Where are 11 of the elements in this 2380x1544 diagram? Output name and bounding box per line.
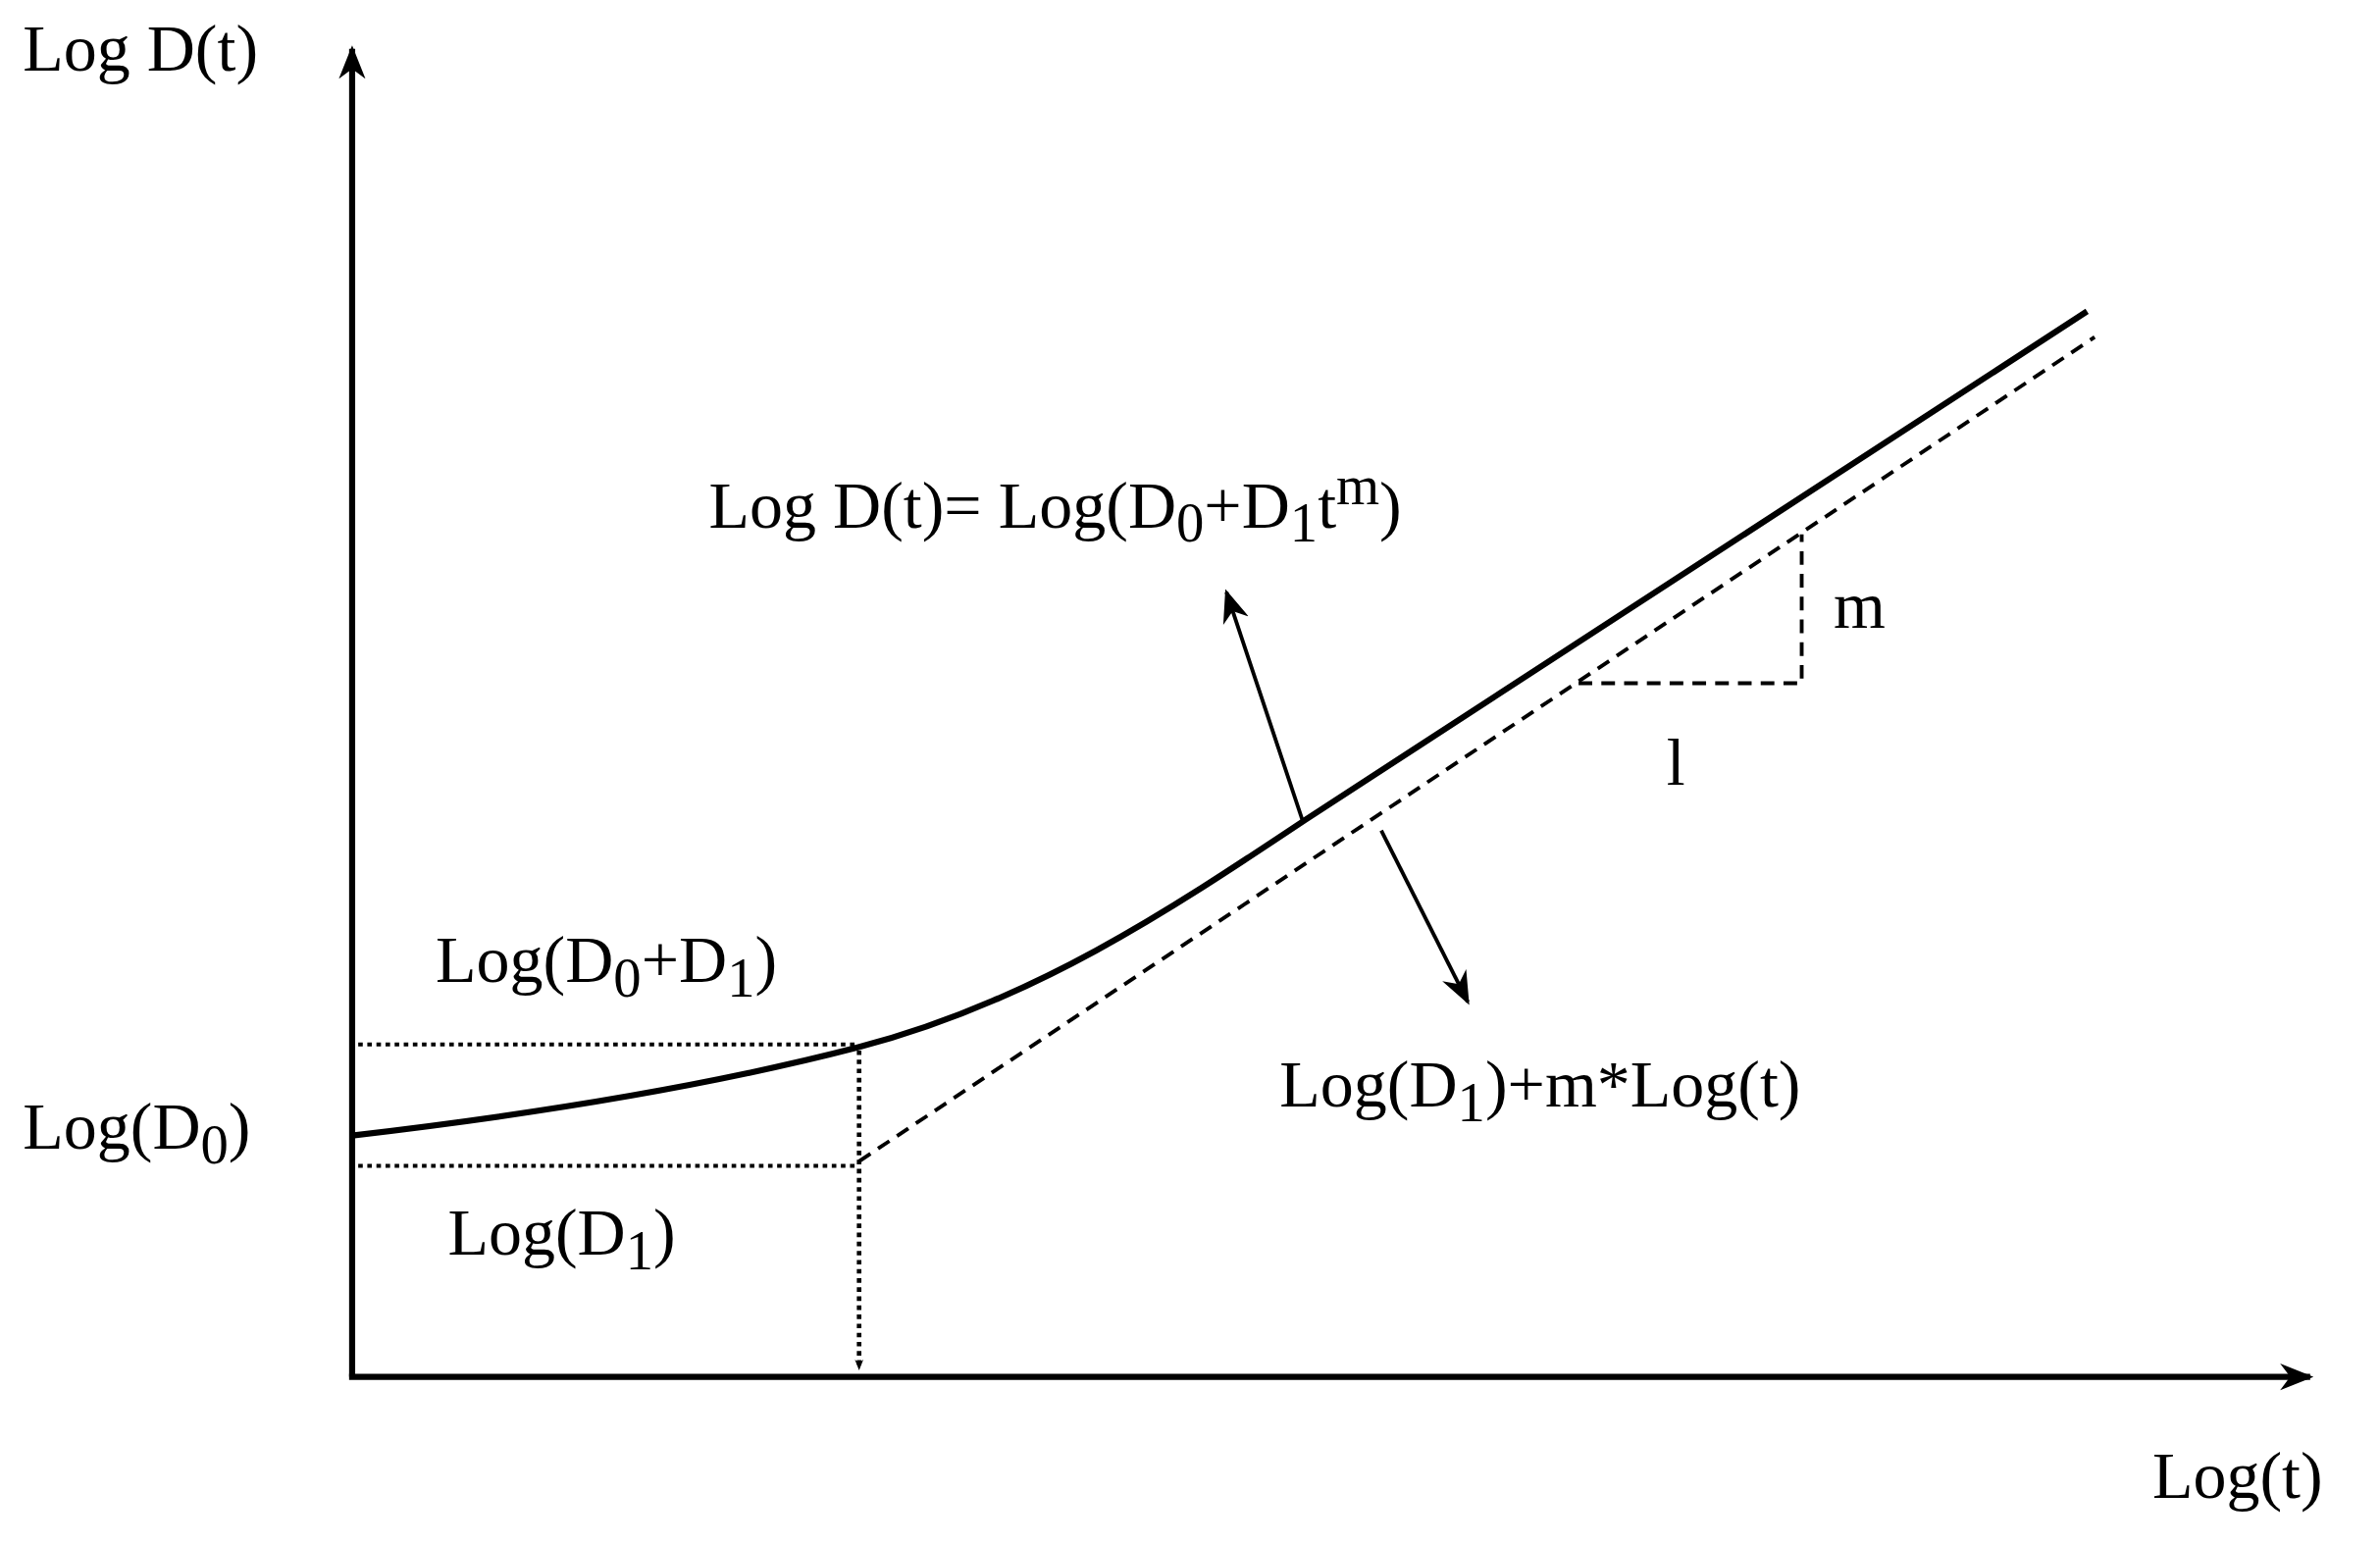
level-label: Log(D$_{0}$+D$_{1}$) [436,922,778,1008]
formula-label: Log D(t)= Log(D$_{0}$+D$_{1}$t$^{m}$) [708,455,1402,554]
slope-label: l [1666,725,1685,799]
leader-arrow [1222,589,1305,821]
axis-title: Log(t) [2151,1438,2323,1513]
leader-arrow [1379,829,1470,1005]
level-label: Log(D$_{1}$) [447,1196,676,1282]
level-label: Log(D$_{0}$) [23,1089,251,1175]
formula-label: Log(D$_{1}$)+m*Log(t) [1279,1047,1801,1133]
slope-label: m [1834,569,1886,643]
axis-title: Log D(t) [23,12,259,86]
